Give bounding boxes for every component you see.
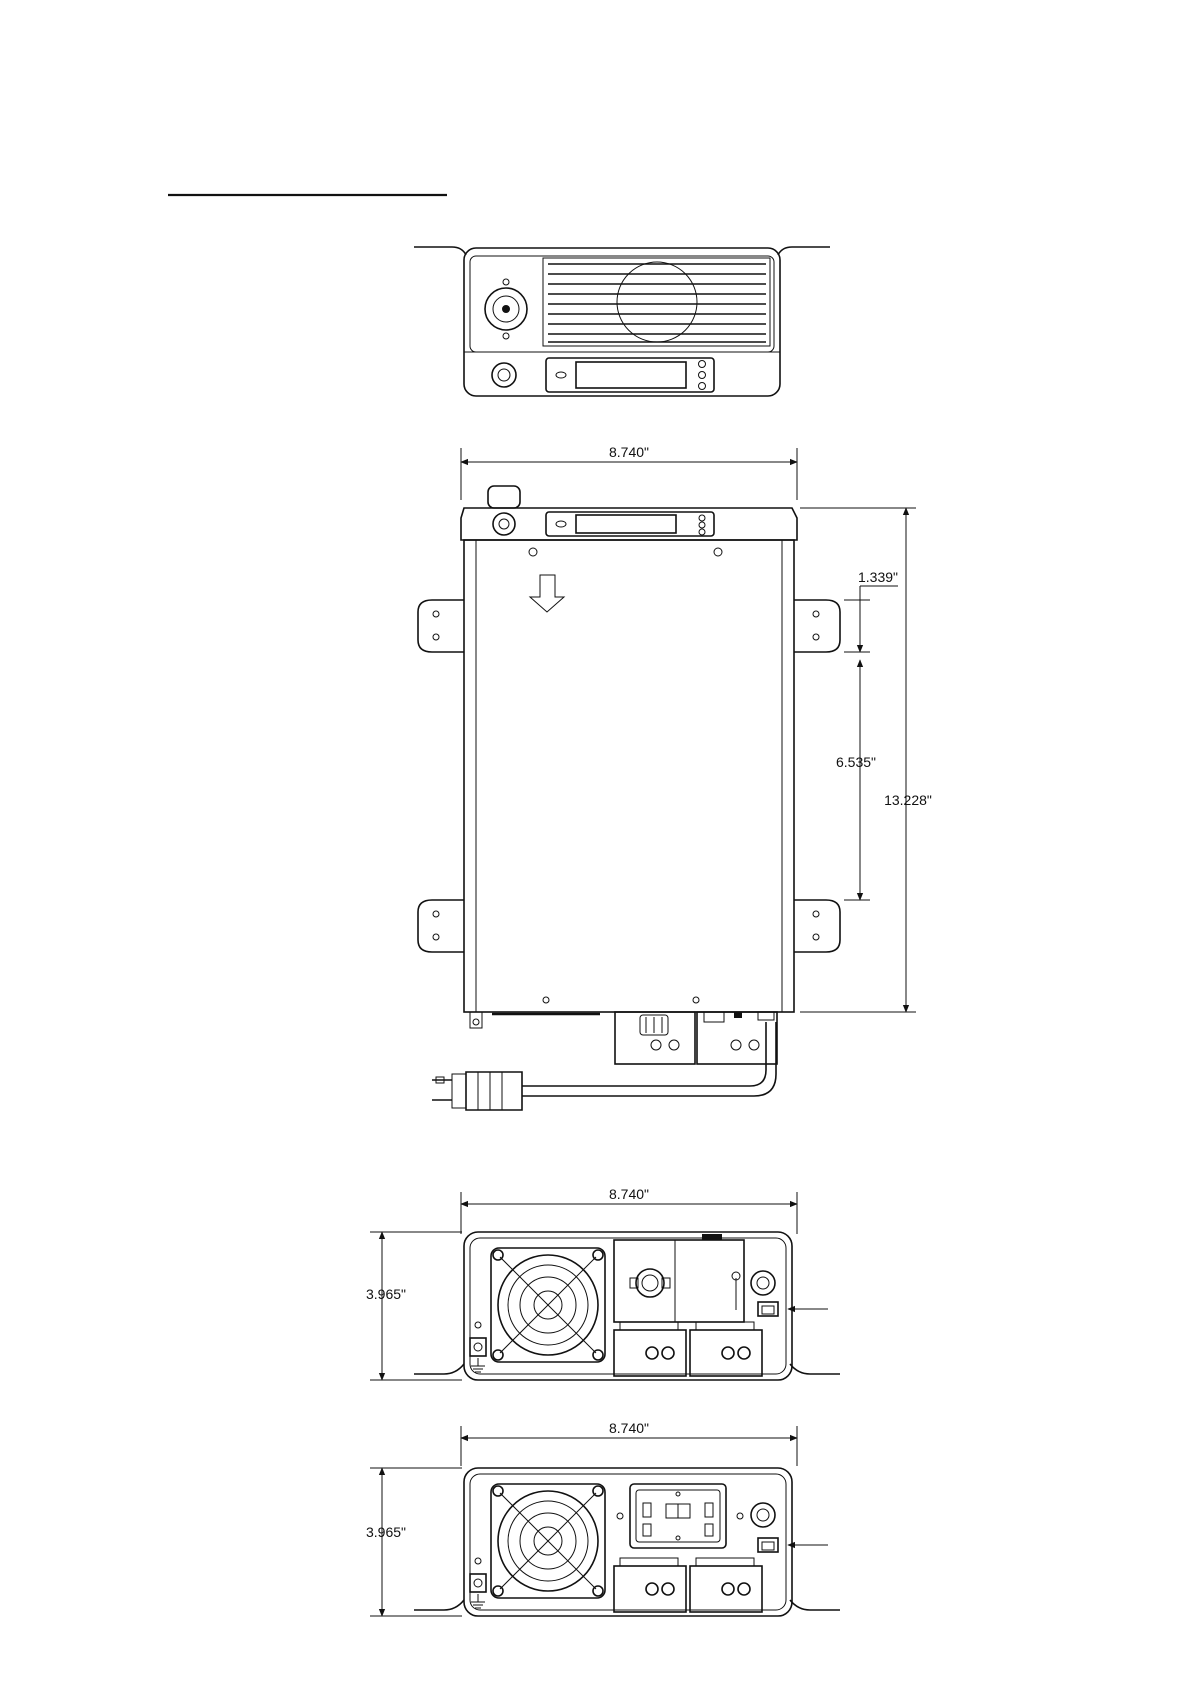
rear-a-height-label: 3.965" (366, 1286, 406, 1302)
fan-icon (491, 1248, 605, 1362)
plan-view: 8.740" (418, 444, 932, 1110)
front-grille (543, 258, 770, 346)
display-panel (546, 358, 714, 392)
mount-offset-label: 1.339" (858, 569, 898, 585)
power-cord (432, 1022, 776, 1110)
rear-view-a: 8.740" 3.965" (366, 1186, 840, 1380)
ground-terminal-icon (470, 1338, 486, 1372)
ac-outlet-icon (617, 1484, 743, 1548)
rear-view-b: 8.740" 3.965" (366, 1420, 840, 1616)
fan-icon (491, 1484, 605, 1598)
rear-b-height-label: 3.965" (366, 1524, 406, 1540)
mount-spacing-label: 6.535" (836, 754, 876, 770)
airflow-arrow-icon (530, 575, 564, 612)
dc-terminals (614, 1558, 762, 1612)
plan-width-label: 8.740" (609, 444, 649, 460)
rear-a-width-label: 8.740" (609, 1186, 649, 1202)
plan-length-label: 13.228" (884, 792, 932, 808)
front-view (414, 247, 830, 396)
dial-icon (485, 279, 527, 339)
power-switch-icon (492, 363, 516, 387)
rear-b-width-label: 8.740" (609, 1420, 649, 1436)
ground-terminal-icon (470, 1574, 486, 1608)
dc-terminals (614, 1322, 762, 1376)
